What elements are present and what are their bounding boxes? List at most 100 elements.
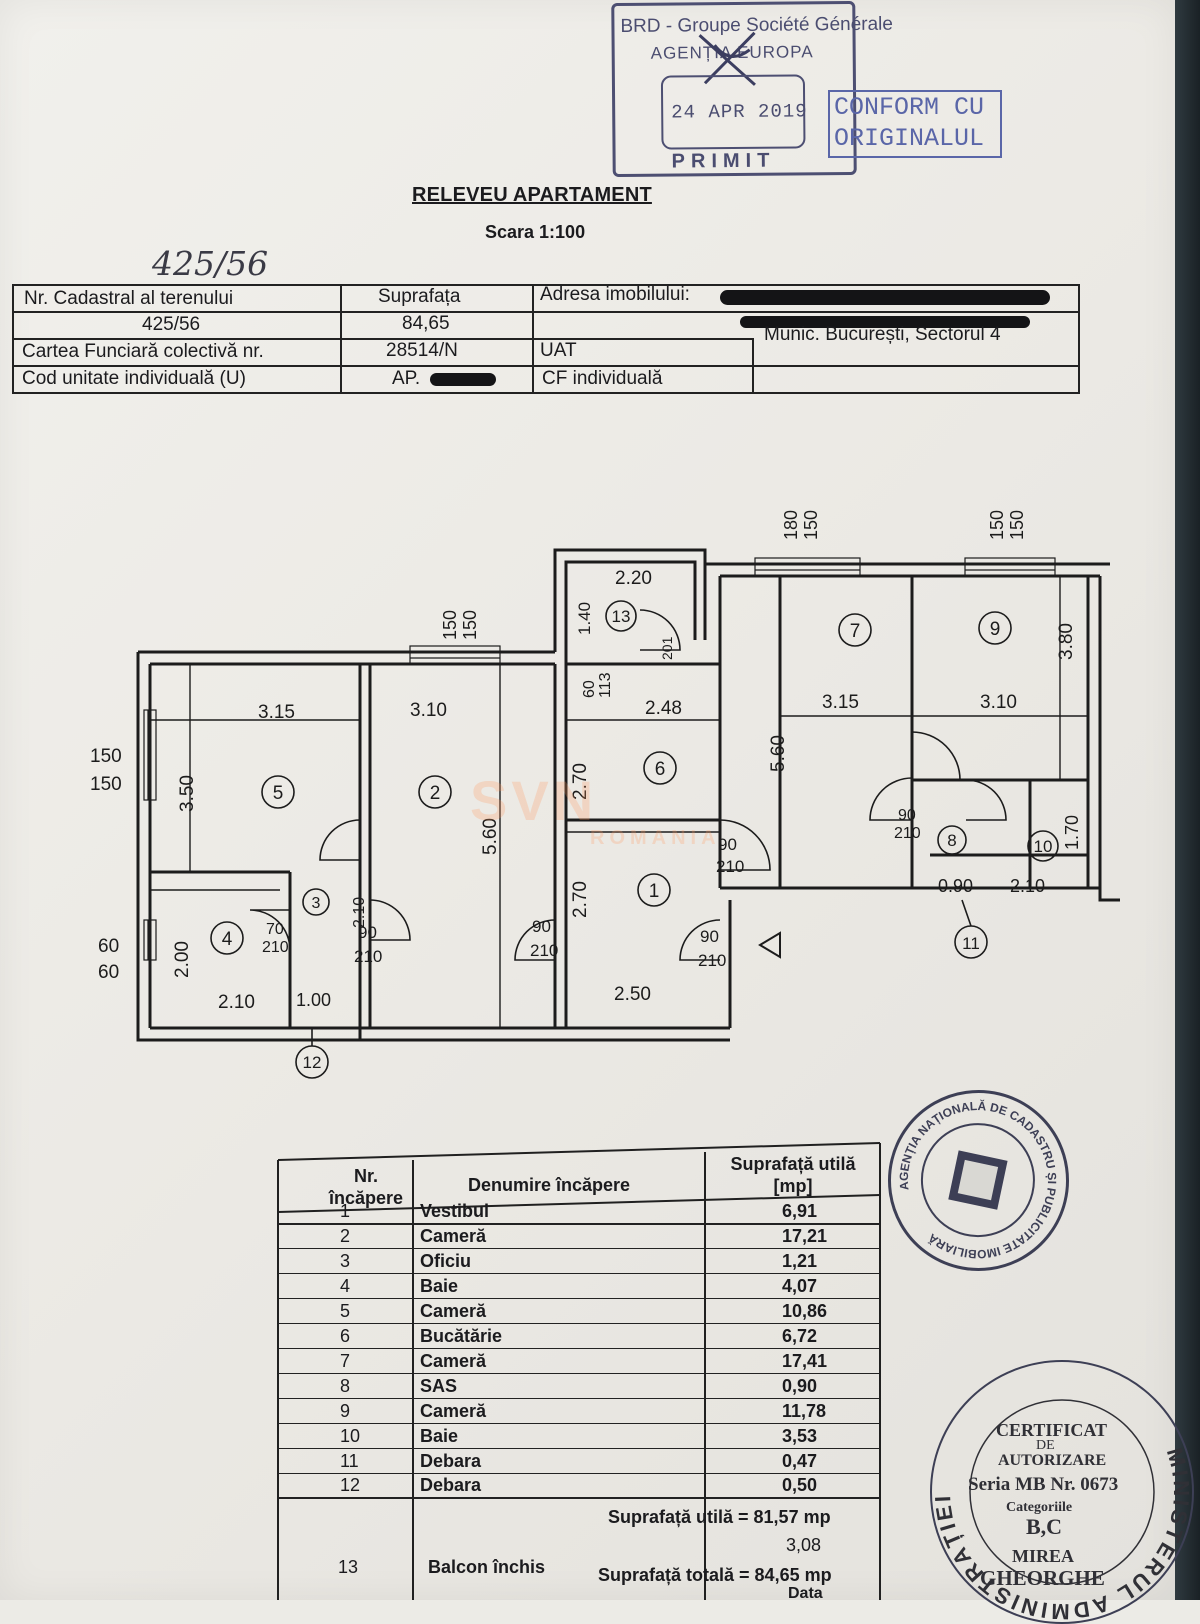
room-markers <box>210 600 1059 1079</box>
dim-balcony-depth: 1.40 <box>575 602 594 635</box>
room-row-nr: 4 <box>340 1275 351 1296</box>
dim-bath10-depth: 1.70 <box>1062 815 1082 850</box>
redacted-address-2 <box>740 316 1030 328</box>
room-row-divider <box>278 1322 880 1325</box>
room-row-nr: 6 <box>340 1325 351 1346</box>
room-row-name: Baie <box>420 1275 459 1296</box>
room-row-area: 10,86 <box>782 1300 828 1321</box>
room-row-divider <box>278 1272 880 1275</box>
room-row-nr: 9 <box>340 1400 351 1421</box>
surface-label: Suprafața <box>378 286 461 307</box>
balcony-nr: 13 <box>338 1557 359 1577</box>
dim-closet-width: 1.00 <box>296 990 331 1010</box>
room-number-9: 9 <box>990 619 1001 640</box>
floor-plan: 1 2 3 4 5 6 7 8 9 10 11 12 13 3.15 3.10 … <box>90 510 1120 1079</box>
room-row-name: Debara <box>420 1450 482 1471</box>
cad-number: 425/56 <box>142 314 201 335</box>
ministry-line-3: AUTORIZARE <box>998 1452 1107 1469</box>
dim-door-sas-width: 90 <box>898 807 916 824</box>
plan-windows <box>143 557 1056 961</box>
room-row-name: SAS <box>420 1375 458 1396</box>
ancpi-seal-ring: AGENȚIA NAȚIONALĂ DE CADASTRU ȘI PUBLICI… <box>886 1088 1069 1271</box>
ancpi-seal: AGENȚIA NAȚIONALĂ DE CADASTRU ȘI PUBLICI… <box>876 1078 1081 1283</box>
surface-value: 84,65 <box>402 313 450 334</box>
watermark-brand: SVN <box>470 769 598 832</box>
dim-sill-60: 60 <box>581 680 598 698</box>
room-row-nr: 2 <box>340 1225 351 1246</box>
ministry-line-2: DE <box>1036 1438 1055 1453</box>
dim-window5-top: 150 <box>90 746 122 767</box>
col-area-header: Suprafață utilă [mp] <box>730 1154 856 1196</box>
plan-walls <box>136 548 1120 1042</box>
uat-value: Munic. București, Sectorul 4 <box>764 324 1001 345</box>
room-row-name: Cameră <box>420 1225 487 1246</box>
cadastral-table: Nr. Cadastral al terenului Suprafața Adr… <box>12 284 1080 396</box>
room-row-name: Cameră <box>420 1350 487 1371</box>
dim-room9-depth: 3.80 <box>1056 623 1077 660</box>
room-row-name: Oficiu <box>420 1250 472 1271</box>
dim-door-hall-height: 210 <box>530 941 558 960</box>
address-label: Adresa imobilului: <box>540 284 690 305</box>
total-area: Suprafață totală = 84,65 mp <box>598 1565 832 1585</box>
unit-code-label: Cod unitate individuală (U) <box>22 368 246 389</box>
room-row-nr: 7 <box>340 1350 351 1371</box>
cf-collective-label: Cartea Funciară colectivă nr. <box>22 341 264 362</box>
dim-bath10-width: 2.10 <box>1010 876 1045 896</box>
room-row-nr: 8 <box>340 1375 351 1396</box>
dim-sill-113: 113 <box>597 672 614 698</box>
room-row-area: 6,72 <box>782 1325 818 1346</box>
cf-individual-label: CF individuală <box>542 368 663 389</box>
room-number-4: 4 <box>222 929 233 950</box>
room-row-name: Vestibul <box>420 1201 490 1221</box>
room-row-area: 1,21 <box>782 1250 818 1271</box>
room-row-name: Debara <box>420 1475 482 1496</box>
scale-label: Scara 1:100 <box>485 222 586 242</box>
redacted-address-1 <box>720 290 1050 305</box>
room-number-5: 5 <box>273 783 284 804</box>
room-row-name: Bucătărie <box>420 1325 503 1346</box>
room-row-area: 17,21 <box>782 1225 828 1246</box>
dim-window2-a: 150 <box>440 610 460 640</box>
balcony-area: 3,08 <box>786 1535 822 1555</box>
useful-area-total: Suprafață utilă = 81,57 mp <box>608 1507 831 1527</box>
dim-closet12-depth: 2.10 <box>351 897 368 928</box>
signature-mark <box>698 31 756 86</box>
room-row-divider <box>278 1372 880 1375</box>
dim-room2-width: 3.10 <box>410 700 447 721</box>
dim-window9-a: 150 <box>987 510 1007 540</box>
room-row-divider <box>278 1447 880 1450</box>
dim-window5-bottom: 150 <box>90 774 122 795</box>
dim-door-room7-width: 90 <box>718 835 737 854</box>
room-number-12: 12 <box>303 1053 322 1072</box>
room-number-1: 1 <box>649 881 660 902</box>
room-row-nr: 11 <box>340 1450 359 1471</box>
dim-door-hall-width: 90 <box>532 917 551 936</box>
room-row-divider <box>278 1247 880 1250</box>
dim-room7-width: 3.15 <box>822 692 859 713</box>
dim-door-bath-width: 70 <box>266 921 284 938</box>
dim-bath-depth: 2.00 <box>172 941 193 978</box>
room-row-nr: 5 <box>340 1300 351 1321</box>
dim-kitchen-depth: 2.70 <box>570 763 591 800</box>
room-row-nr: 12 <box>340 1475 361 1496</box>
room-row-divider <box>278 1297 880 1300</box>
plan-doors <box>249 609 1007 961</box>
document-title: RELEVEU APARTAMENT <box>412 184 652 206</box>
room-row-area: 0,50 <box>782 1475 818 1496</box>
dim-window7-b: 150 <box>801 510 821 540</box>
room-row-nr: 10 <box>340 1425 361 1446</box>
dim-window9-b: 150 <box>1007 510 1027 540</box>
room-row-area: 6,91 <box>782 1201 818 1221</box>
room-row-area: 4,07 <box>782 1275 818 1296</box>
background-edge <box>1175 0 1200 1600</box>
certified-copy-stamp: CONFORM CU ORIGINALUL <box>828 90 1002 158</box>
col-nr-header: Nr. încăpere <box>328 1166 404 1208</box>
dim-door-sas-height: 210 <box>894 825 921 842</box>
room-number-2: 2 <box>430 783 441 804</box>
ministry-category-label: Categoriile <box>1006 1500 1073 1515</box>
document-page <box>0 0 1175 1600</box>
ministry-line-1: CERTIFICAT <box>996 1420 1108 1440</box>
room-row-name: Cameră <box>420 1300 487 1321</box>
room-row-area: 17,41 <box>782 1350 828 1371</box>
room-row-nr: 3 <box>340 1250 351 1271</box>
